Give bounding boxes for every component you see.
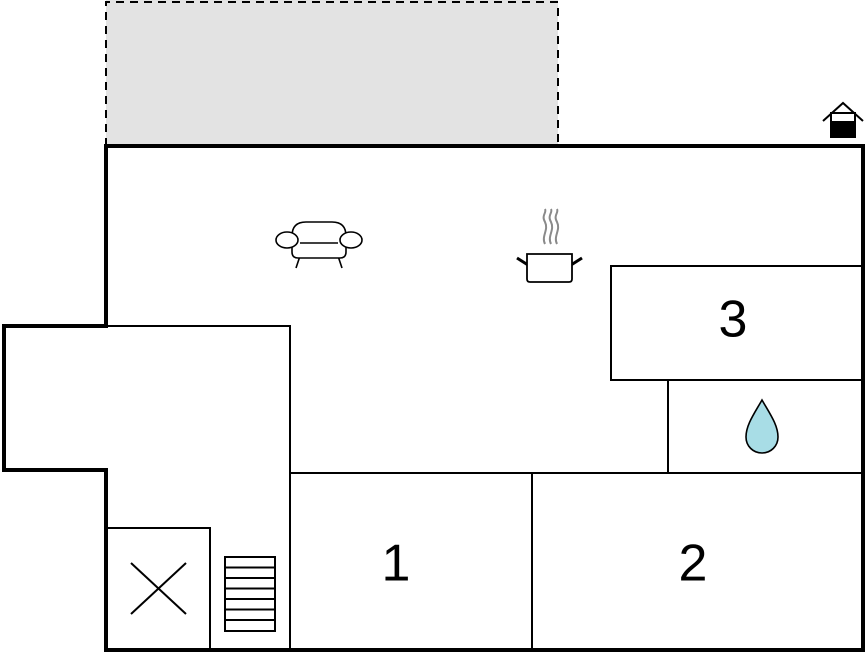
outer-wall	[2, 144, 865, 652]
water-drop-icon	[745, 398, 779, 454]
room-1-label: 1	[382, 535, 411, 593]
cooking-pot-icon	[516, 208, 583, 283]
sofa-icon	[275, 221, 363, 269]
terrace	[105, 0, 559, 146]
room-3-label: 3	[719, 291, 748, 349]
interior-walls	[106, 265, 863, 650]
room-2-label: 2	[679, 535, 708, 593]
cross-icon	[130, 562, 187, 615]
stairs-icon	[224, 556, 276, 632]
house-icon	[822, 101, 864, 138]
